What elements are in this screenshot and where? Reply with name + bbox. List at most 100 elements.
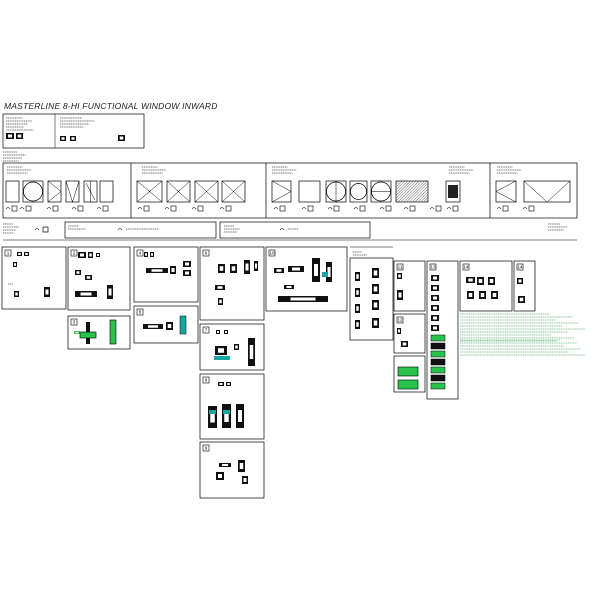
profile-section: [431, 285, 439, 291]
detail-box: [265, 246, 348, 312]
svg-text:10: 10: [269, 251, 275, 256]
profile-section: [274, 268, 284, 273]
svg-text:12: 12: [397, 318, 403, 323]
green-section: [430, 342, 446, 350]
profile-section: [170, 266, 176, 274]
profile-section: [218, 382, 224, 386]
svg-text:4: 4: [139, 251, 142, 256]
profile-section: [238, 460, 245, 472]
annotation-lines: [3, 223, 19, 234]
annotation-lines: [497, 166, 522, 174]
window-type-icon: [166, 180, 191, 203]
annotation-lines: [6, 117, 34, 131]
profile-section: [312, 258, 320, 282]
green-section: [430, 334, 446, 342]
profile-section: [491, 291, 498, 299]
svg-text:2: 2: [73, 251, 76, 256]
svg-text:7: 7: [205, 328, 208, 333]
svg-text:11: 11: [398, 265, 403, 270]
profile-section: [96, 253, 100, 257]
profile-section: [224, 330, 228, 334]
profile-section: [288, 266, 304, 272]
profile-section: [183, 261, 191, 267]
profile-section: [44, 287, 50, 297]
detail-box: [459, 260, 513, 312]
section-marker: 14: [462, 263, 470, 271]
profile-section: [244, 260, 250, 274]
profile-section: [88, 252, 93, 258]
section-marker: 14: [516, 263, 524, 271]
legend-box-2: [219, 221, 371, 239]
annotation-lines: [68, 225, 86, 230]
profile-section: [216, 330, 220, 334]
section-marker: 6: [202, 249, 210, 257]
detail-box: [393, 260, 426, 312]
profile-section: [467, 291, 474, 299]
profile-section: [355, 304, 360, 313]
green-mullion: [109, 319, 117, 345]
annotation-lines: [224, 225, 240, 233]
profile-section: [215, 346, 227, 355]
window-type-icon: [221, 180, 246, 203]
profile-section: [166, 322, 173, 330]
detail-box: [199, 373, 265, 440]
green-section: [430, 374, 446, 382]
section-marker: 3: [70, 318, 78, 326]
teal-profile: [214, 356, 230, 360]
profile-section: [242, 476, 248, 484]
profile-section: [284, 285, 294, 289]
svg-text:1: 1: [7, 251, 10, 256]
profile-section: [355, 320, 360, 329]
profile-section: [431, 305, 439, 311]
detail-box: [349, 257, 394, 341]
profile-section: [230, 264, 237, 273]
teal-profile: [322, 272, 328, 277]
detail-box: [199, 246, 265, 321]
window-type-icon: [370, 180, 392, 203]
annotation-lines: [7, 166, 32, 174]
profile-section: [226, 382, 231, 386]
section-marker: 10: [268, 249, 276, 257]
window-type-icon: [325, 180, 347, 203]
annotation-lines: [353, 251, 367, 256]
profile-section: [222, 404, 231, 428]
profile-section: [397, 273, 402, 279]
profile-section: [107, 285, 113, 299]
window-type-icon: [349, 180, 368, 203]
window-type-icon: [445, 180, 461, 203]
profile-section: [326, 262, 332, 282]
green-sill: [79, 331, 97, 339]
window-type-icon: [298, 180, 321, 203]
section-marker: 13: [429, 263, 437, 271]
profile-section: [248, 338, 255, 366]
window-type-icon: [47, 180, 62, 203]
section-marker: 12: [396, 316, 404, 324]
detail-box: [393, 313, 426, 354]
green-section: [430, 382, 446, 390]
legend-swatch: [42, 226, 49, 233]
annotation-lines: [449, 166, 474, 174]
profile-section: [372, 318, 379, 328]
profile-section: [146, 268, 168, 273]
profile-section: [143, 324, 163, 329]
profile-section: [85, 275, 92, 280]
profile-section: [219, 463, 231, 467]
profile-section: [208, 406, 217, 428]
profile-section: [215, 285, 225, 290]
svg-text:6: 6: [205, 251, 208, 256]
svg-text:9: 9: [205, 446, 208, 451]
profile-section: [75, 270, 81, 275]
profile-section: [218, 264, 225, 273]
profile-section: [13, 262, 17, 267]
profile-section: [431, 275, 439, 281]
svg-text:8: 8: [205, 378, 208, 383]
detail-box: [426, 260, 459, 400]
profile-section: [397, 328, 401, 334]
detail-box: [1, 246, 67, 310]
profile-section: [401, 341, 408, 347]
window-type-icon: [22, 180, 44, 203]
profile-section: [6, 133, 14, 139]
section-marker: 2: [70, 249, 78, 257]
profile-section: [466, 277, 475, 283]
